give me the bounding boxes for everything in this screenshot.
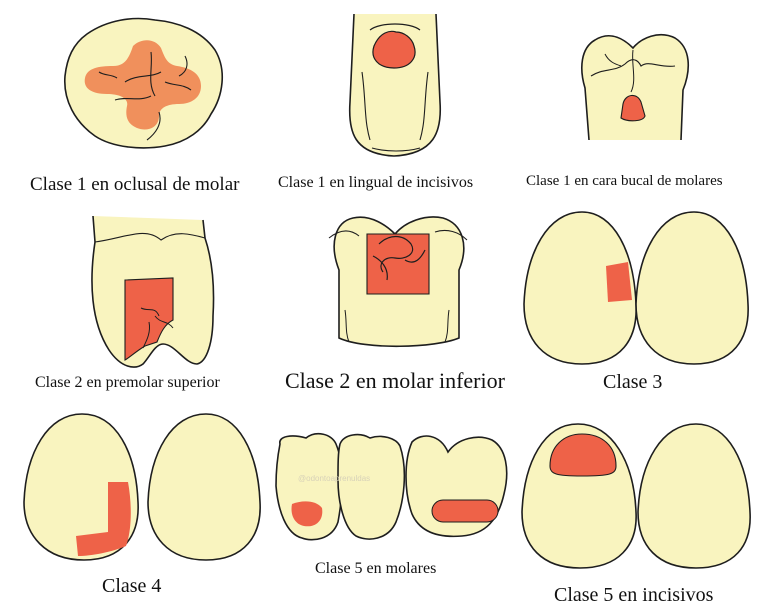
- caption-clase4: Clase 4: [102, 575, 161, 598]
- caption-clase1-bucal-molares: Clase 1 en cara bucal de molares: [526, 173, 723, 190]
- panel-clase1-bucal-molares: Clase 1 en cara bucal de molares: [575, 28, 695, 163]
- incisors-clase4-illustration: [22, 412, 270, 562]
- panel-clase1-lingual-incisivos: Clase 1 en lingual de incisivos: [340, 10, 450, 165]
- incisors-clase3-illustration: [522, 208, 752, 368]
- panel-clase5-molares: @odontoaprenuldas Clase 5 en molares: [272, 430, 512, 550]
- watermark-text: @odontoaprenuldas: [298, 474, 370, 483]
- caption-clase5-molares: Clase 5 en molares: [315, 560, 436, 578]
- panel-clase1-oclusal-molar: Clase 1 en oclusal de molar: [55, 12, 235, 162]
- molars-clase5-illustration: [272, 430, 512, 550]
- premolar-upper-illustration: [85, 212, 220, 372]
- caption-clase5-incisivos: Clase 5 en incisivos: [554, 584, 713, 607]
- caption-clase1-oclusal-molar: Clase 1 en oclusal de molar: [30, 174, 239, 196]
- incisors-clase5-illustration: [520, 420, 752, 570]
- panel-clase2-molar-inferior: Clase 2 en molar inferior: [325, 210, 470, 365]
- molar-lower-illustration: [325, 210, 470, 365]
- panel-clase5-incisivos: Clase 5 en incisivos: [520, 420, 752, 570]
- caption-clase3: Clase 3: [603, 371, 662, 394]
- molar-occlusal-illustration: [55, 12, 235, 162]
- incisor-lingual-illustration: [340, 10, 450, 165]
- caption-clase1-lingual-incisivos: Clase 1 en lingual de incisivos: [278, 174, 473, 192]
- panel-clase2-premolar-superior: Clase 2 en premolar superior: [85, 212, 220, 372]
- caption-clase2-premolar-superior: Clase 2 en premolar superior: [35, 374, 220, 392]
- panel-clase3: Clase 3: [522, 208, 752, 368]
- caption-clase2-molar-inferior: Clase 2 en molar inferior: [285, 368, 505, 394]
- panel-clase4: Clase 4: [22, 412, 270, 562]
- molar-buccal-illustration: [575, 28, 695, 163]
